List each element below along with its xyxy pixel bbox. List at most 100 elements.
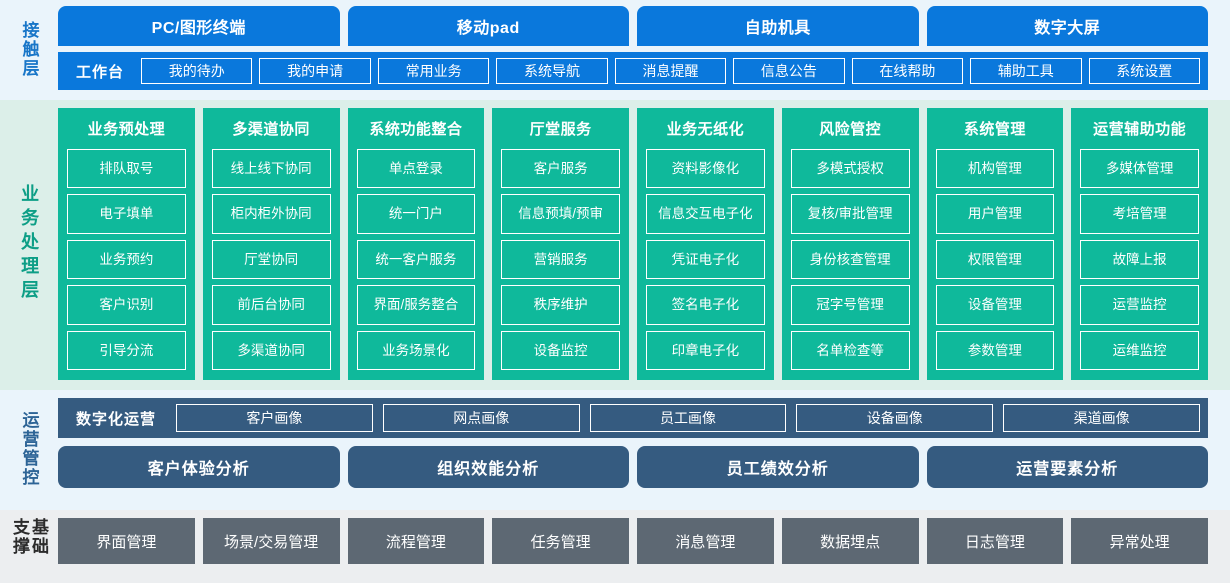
analysis-customer-experience[interactable]: 客户体验分析 [58,446,340,488]
biz-item[interactable]: 冠字号管理 [790,285,910,325]
business-layer-body: 业务预处理 排队取号 电子填单 业务预约 客户识别 引导分流 多渠道协同 线上线… [58,108,1230,380]
digital-operations-title: 数字化运营 [76,410,157,428]
analysis-org-efficiency[interactable]: 组织效能分析 [347,446,629,488]
biz-item[interactable]: 客户服务 [501,149,620,189]
biz-item[interactable]: 统一客户服务 [356,239,476,280]
foundation-ui-management[interactable]: 界面管理 [58,518,195,564]
biz-item[interactable]: 业务预约 [67,239,186,280]
biz-item[interactable]: 多媒体管理 [1080,149,1199,189]
biz-item[interactable]: 参数管理 [935,330,1055,371]
biz-item[interactable]: 引导分流 [67,330,186,371]
channel-mobile-pad[interactable]: 移动pad [347,6,629,46]
operations-layer-body: 数字化运营 客户画像 网点画像 员工画像 设备画像 渠道画像 客户体验分析 组织… [58,398,1230,500]
foundation-data-tracking[interactable]: 数据埋点 [781,518,919,564]
column-title: 风险管控 [819,121,882,138]
biz-item[interactable]: 信息交互电子化 [646,194,765,234]
biz-item[interactable]: 营销服务 [501,239,620,280]
workbench-item-system-settings[interactable]: 系统设置 [1088,58,1200,84]
biz-item[interactable]: 多模式授权 [790,149,910,189]
operations-layer-label: 运营管控 [19,411,39,487]
biz-item[interactable]: 客户识别 [67,285,186,325]
operations-layer: 运营管控 数字化运营 客户画像 网点画像 员工画像 设备画像 渠道画像 客户体验… [0,390,1230,510]
business-column-system-integration: 系统功能整合 单点登录 统一门户 统一客户服务 界面/服务整合 业务场景化 [347,108,485,380]
channel-self-service[interactable]: 自助机具 [637,6,919,46]
biz-item[interactable]: 权限管理 [935,239,1055,280]
foundation-task-management[interactable]: 任务管理 [492,518,629,564]
biz-item[interactable]: 排队取号 [67,149,186,189]
foundation-layer: 基础支撑 界面管理 场景/交易管理 流程管理 任务管理 消息管理 数据埋点 日志… [0,510,1230,583]
portrait-channel[interactable]: 渠道画像 [1003,404,1200,432]
biz-item[interactable]: 界面/服务整合 [356,285,476,325]
biz-item[interactable]: 凭证电子化 [646,239,765,280]
digital-operations-row: 数字化运营 客户画像 网点画像 员工画像 设备画像 渠道画像 [58,398,1208,438]
channel-pc[interactable]: PC/图形终端 [58,6,340,46]
biz-item[interactable]: 线上线下协同 [211,149,331,189]
portrait-customer[interactable]: 客户画像 [176,404,373,432]
contact-layer-body: PC/图形终端 移动pad 自助机具 数字大屏 工作台 我的待办 我的申请 常用… [58,6,1230,92]
biz-item[interactable]: 多渠道协同 [211,330,331,371]
business-layer-label: 业务处理层 [19,184,40,304]
biz-item[interactable]: 秩序维护 [501,285,620,325]
biz-item[interactable]: 业务场景化 [356,330,476,371]
biz-item[interactable]: 考培管理 [1080,194,1199,234]
business-column-paperless: 业务无纸化 资料影像化 信息交互电子化 凭证电子化 签名电子化 印章电子化 [637,108,774,380]
business-column-multichannel: 多渠道协同 线上线下协同 柜内柜外协同 厅堂协同 前后台协同 多渠道协同 [202,108,340,380]
workbench-item-aux-tools[interactable]: 辅助工具 [970,58,1082,84]
biz-item[interactable]: 运维监控 [1080,330,1199,371]
business-column-risk-control: 风险管控 多模式授权 复核/审批管理 身份核查管理 冠字号管理 名单检查等 [781,108,919,380]
biz-item[interactable]: 统一门户 [356,194,476,234]
workbench-item-announcement[interactable]: 信息公告 [733,58,845,84]
portrait-employee[interactable]: 员工画像 [589,404,787,432]
business-column-preprocessing: 业务预处理 排队取号 电子填单 业务预约 客户识别 引导分流 [58,108,195,380]
analysis-row: 客户体验分析 组织效能分析 员工绩效分析 运营要素分析 [58,446,1208,488]
biz-item[interactable]: 运营监控 [1080,285,1199,325]
foundation-scene-txn-management[interactable]: 场景/交易管理 [202,518,340,564]
business-column-system-management: 系统管理 机构管理 用户管理 权限管理 设备管理 参数管理 [926,108,1064,380]
biz-item[interactable]: 单点登录 [356,149,476,189]
business-column-lobby-service: 厅堂服务 客户服务 信息预填/预审 营销服务 秩序维护 设备监控 [492,108,629,380]
foundation-exception-handling[interactable]: 异常处理 [1071,518,1208,564]
biz-item[interactable]: 设备监控 [501,330,620,371]
foundation-log-management[interactable]: 日志管理 [926,518,1064,564]
foundation-row: 界面管理 场景/交易管理 流程管理 任务管理 消息管理 数据埋点 日志管理 异常… [58,518,1208,564]
biz-item[interactable]: 故障上报 [1080,239,1199,280]
portrait-branch[interactable]: 网点画像 [382,404,580,432]
column-title: 运营辅助功能 [1093,121,1187,138]
biz-item[interactable]: 电子填单 [67,194,186,234]
biz-item[interactable]: 资料影像化 [646,149,765,189]
column-title: 厅堂服务 [529,121,592,138]
biz-item[interactable]: 签名电子化 [646,285,765,325]
workbench-title: 工作台 [76,63,125,81]
biz-item[interactable]: 信息预填/预审 [501,194,620,234]
portrait-device[interactable]: 设备画像 [796,404,994,432]
workbench-item-online-help[interactable]: 在线帮助 [851,58,964,84]
analysis-employee-performance[interactable]: 员工绩效分析 [637,446,919,488]
biz-item[interactable]: 厅堂协同 [211,239,331,280]
workbench-item-message-alert[interactable]: 消息提醒 [614,58,727,84]
biz-item[interactable]: 名单检查等 [790,330,910,371]
foundation-process-management[interactable]: 流程管理 [347,518,485,564]
biz-item[interactable]: 复核/审批管理 [790,194,910,234]
contact-layer-label: 接触层 [19,20,39,78]
channel-digital-screen[interactable]: 数字大屏 [926,6,1208,46]
workbench-item-my-request[interactable]: 我的申请 [259,58,371,84]
workbench-item-common-biz[interactable]: 常用业务 [377,58,490,84]
analysis-operation-elements[interactable]: 运营要素分析 [926,446,1208,488]
biz-item[interactable]: 前后台协同 [211,285,331,325]
column-title: 多渠道协同 [232,121,310,138]
business-column-operation-aux: 运营辅助功能 多媒体管理 考培管理 故障上报 运营监控 运维监控 [1071,108,1208,380]
workbench-item-system-nav[interactable]: 系统导航 [496,58,608,84]
foundation-layer-body: 界面管理 场景/交易管理 流程管理 任务管理 消息管理 数据埋点 日志管理 异常… [58,518,1230,573]
workbench-row: 工作台 我的待办 我的申请 常用业务 系统导航 消息提醒 信息公告 在线帮助 辅… [58,52,1208,90]
contact-layer: 接触层 PC/图形终端 移动pad 自助机具 数字大屏 工作台 我的待办 我的申… [0,0,1230,100]
biz-item[interactable]: 机构管理 [935,149,1055,189]
biz-item[interactable]: 身份核查管理 [790,239,910,280]
biz-item[interactable]: 用户管理 [935,194,1055,234]
foundation-layer-label: 基础支撑 [10,518,49,556]
foundation-message-management[interactable]: 消息管理 [637,518,774,564]
channel-row: PC/图形终端 移动pad 自助机具 数字大屏 [58,6,1208,46]
biz-item[interactable]: 印章电子化 [646,330,765,371]
biz-item[interactable]: 设备管理 [935,285,1055,325]
workbench-item-my-todo[interactable]: 我的待办 [141,58,253,84]
biz-item[interactable]: 柜内柜外协同 [211,194,331,234]
